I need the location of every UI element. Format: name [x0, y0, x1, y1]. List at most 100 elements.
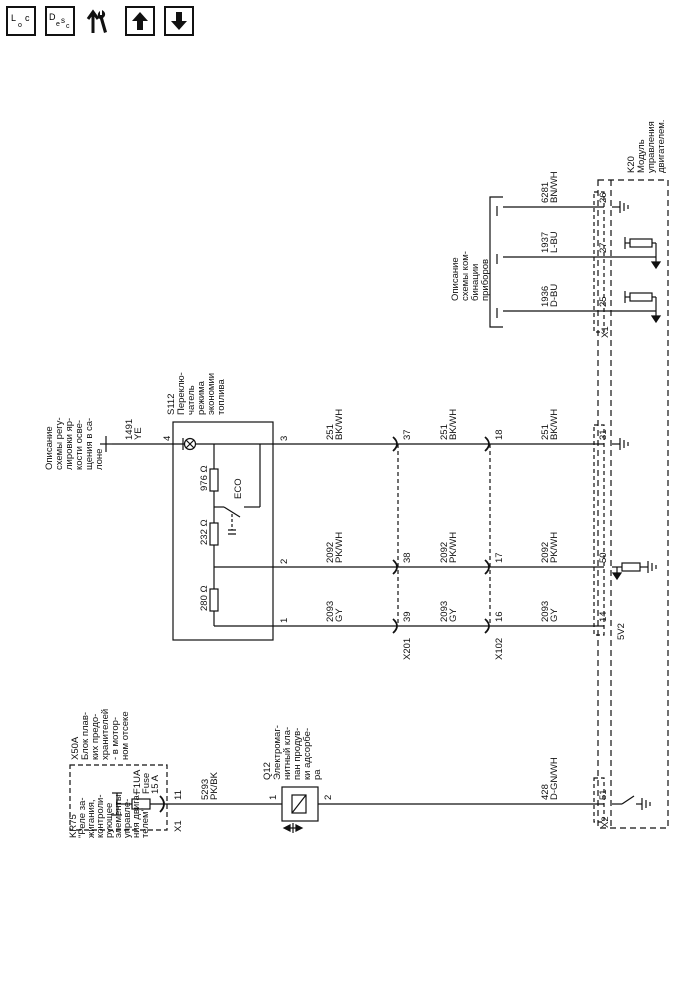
resistor-976 — [209, 468, 219, 492]
pullup-resistor-icon — [624, 237, 662, 270]
previous-page-button[interactable] — [125, 6, 155, 36]
wire-428-label: 428 D-GN/WH — [540, 757, 560, 800]
svg-text:1491: 1491 — [124, 419, 135, 440]
svg-text:L: L — [11, 13, 16, 23]
svg-text:D: D — [49, 12, 56, 22]
svg-text:нитный кла-: нитный кла- — [282, 727, 293, 780]
svg-text:X50A: X50A — [70, 736, 81, 760]
svg-text:ки адсорбе-: ки адсорбе- — [302, 728, 313, 780]
svg-text:c: c — [66, 23, 70, 30]
legend-button[interactable]: L o c — [6, 6, 36, 36]
k20-pin-31: 31 — [598, 429, 609, 440]
q12-pin-1: 1 — [268, 795, 279, 800]
svg-text:6281: 6281 — [540, 182, 551, 203]
svg-text:2092: 2092 — [540, 542, 551, 563]
wire-251-label: 251 BK/WH — [540, 409, 560, 440]
k20-pin-25: 25 — [598, 296, 609, 307]
svg-text:PK/WH: PK/WH — [448, 532, 459, 563]
svg-text:экономии: экономии — [206, 373, 217, 415]
s112-pin-4: 4 — [162, 436, 173, 441]
fuse-f1ua-label: F1UA Fuse 15 A — [132, 769, 161, 794]
wire-2092-label: 2092 PK/WH — [439, 532, 459, 563]
svg-text:режима: режима — [196, 380, 207, 415]
svg-text:управления: управления — [646, 121, 657, 173]
troubleshoot-icon — [86, 9, 107, 33]
svg-text:s: s — [61, 16, 65, 25]
wire-2093-label: 2093 GY — [325, 601, 345, 622]
k20-title: K20 Модуль управления двигателем. — [626, 120, 667, 173]
svg-text:ном отсеке: ном отсеке — [120, 711, 131, 760]
svg-text:жигания,: жигания, — [86, 799, 97, 838]
x102-pin-17: 17 — [494, 552, 505, 563]
resistor-232-label: 232 Ω — [199, 519, 210, 545]
description-button[interactable]: D e s c — [45, 6, 75, 36]
svg-text:схемы ком-: схемы ком- — [460, 251, 471, 301]
x102-pin-16: 16 — [494, 611, 505, 622]
svg-text:2093: 2093 — [439, 601, 450, 622]
eco-label: ECO — [233, 478, 244, 499]
svg-text:Блок плав-: Блок плав- — [80, 712, 91, 760]
low-side-driver-icon — [612, 795, 651, 810]
arrow-up-icon — [132, 12, 148, 30]
svg-text:пан продув-: пан продув- — [292, 728, 303, 780]
resistor-976-label: 976 Ω — [199, 465, 210, 491]
svg-text:лоне: лоне — [94, 449, 105, 470]
cluster-bracket — [489, 196, 503, 328]
wire-1491-label: 1491 YE — [124, 419, 144, 440]
x50a-x1-label: X1 — [173, 820, 184, 832]
svg-text:телем": телем" — [140, 808, 151, 838]
svg-text:2093: 2093 — [540, 601, 551, 622]
svg-text:приборов: приборов — [480, 259, 491, 301]
svg-text:ких предо-: ких предо- — [90, 714, 101, 760]
k20-x2-label: X2 — [600, 816, 611, 828]
pullup-resistor-icon — [624, 291, 662, 324]
wire-6281-label: 6281 BN/WH — [540, 171, 560, 203]
svg-text:- в мотор-: - в мотор- — [110, 717, 121, 760]
wire-1937-label: 1937 L-BU — [540, 231, 560, 253]
svg-text:лировки яр-: лировки яр- — [64, 418, 75, 470]
k20-x2-connector — [593, 777, 605, 823]
x50a-title: X50A Блок плав- ких предо- хранителей - … — [70, 709, 131, 760]
svg-text:Переклю-: Переклю- — [176, 372, 187, 415]
troubleshoot-button[interactable] — [84, 6, 116, 36]
q12-valve-box — [281, 786, 319, 822]
ref-5v2-label: 5V2 — [616, 623, 627, 640]
svg-text:рующее: рующее — [104, 803, 115, 838]
wire-2093-label: 2093 GY — [439, 601, 459, 622]
legend-icon: L o c — [11, 13, 30, 29]
svg-text:топлива: топлива — [216, 379, 227, 415]
x201-connector — [392, 436, 399, 634]
wire-2093-label: 2093 GY — [540, 601, 560, 622]
k20-x1-label: X1 — [600, 326, 611, 338]
svg-text:1936: 1936 — [540, 286, 551, 307]
svg-text:Fuse: Fuse — [141, 773, 152, 794]
s112-title: S112 Переклю- чатель режима экономии топ… — [166, 372, 227, 415]
toolbar: L o c D e s c — [6, 6, 194, 38]
k20-module-outline — [597, 179, 669, 829]
k20-pin-27: 27 — [598, 242, 609, 253]
svg-text:двигателем.: двигателем. — [656, 120, 667, 173]
x50a-fuse-block — [69, 764, 168, 831]
svg-text:K20: K20 — [626, 156, 637, 173]
svg-text:1937: 1937 — [540, 232, 551, 253]
x50a-pin-11: 11 — [173, 790, 184, 800]
s112-pin-2: 2 — [279, 559, 290, 564]
svg-text:хранителей: хранителей — [100, 709, 111, 760]
svg-text:Модуль: Модуль — [636, 139, 647, 173]
svg-text:GY: GY — [334, 608, 345, 622]
sensor-ground-resistor-icon — [611, 561, 657, 581]
svg-text:GY: GY — [549, 608, 560, 622]
svg-text:e: e — [56, 21, 60, 28]
svg-text:"Реле за-: "Реле за- — [77, 797, 88, 838]
x102-label: X102 — [494, 638, 505, 660]
x201-pin-37: 37 — [402, 429, 413, 440]
resistor-232 — [209, 522, 219, 546]
svg-text:GY: GY — [448, 608, 459, 622]
svg-text:251: 251 — [325, 424, 336, 440]
resistor-280-label: 280 Ω — [199, 585, 210, 611]
kr75-title: KR75 "Реле за- жигания, контроли- рующее… — [68, 792, 151, 838]
cluster-description: Описание схемы ком- бинации приборов — [450, 251, 491, 301]
ground-icon — [612, 438, 629, 450]
next-page-button[interactable] — [164, 6, 194, 36]
svg-text:15 A: 15 A — [150, 774, 161, 794]
